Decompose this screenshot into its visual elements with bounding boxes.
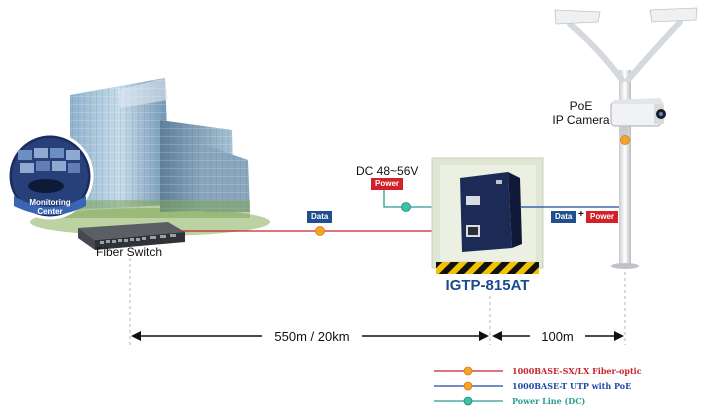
monitoring-center-badge — [6, 132, 94, 220]
power-tag-utp: Power — [586, 211, 619, 223]
monitoring-center-label: Monitoring Center — [29, 198, 71, 216]
distance-arrow-left — [131, 331, 489, 341]
ip-camera-label: IP Camera — [552, 113, 610, 127]
fiber-connector-marker — [315, 226, 325, 236]
distance-label-utp: 100m — [541, 329, 574, 344]
fiber-switch-label: Fiber Switch — [96, 245, 163, 259]
data-tag-utp: Data — [551, 211, 577, 223]
distance-arrow-right — [492, 331, 624, 341]
fiber-switch-device — [78, 222, 185, 250]
data-tag-fiber: Data — [307, 211, 333, 223]
power-tag-dc: Power — [371, 178, 404, 190]
igtp-815at-device — [431, 157, 544, 274]
legend-power: Power Line (DC) — [512, 396, 586, 406]
distance-label-fiber: 550m / 20km — [274, 329, 350, 344]
power-connector-marker — [401, 202, 411, 212]
dc-voltage-label: DC 48~56V — [356, 164, 419, 178]
device-model-label: IGTP-815AT — [445, 277, 530, 294]
ip-camera — [610, 98, 666, 136]
legend-fiber: 1000BASE-SX/LX Fiber-optic — [512, 366, 642, 376]
legend-swatches — [434, 366, 503, 406]
plus-sign: + — [578, 209, 584, 220]
poe-label: PoE — [569, 99, 593, 113]
utp-connector-marker — [620, 135, 630, 145]
office-buildings-image — [30, 78, 270, 236]
legend-utp: 1000BASE-T UTP with PoE — [512, 381, 632, 391]
